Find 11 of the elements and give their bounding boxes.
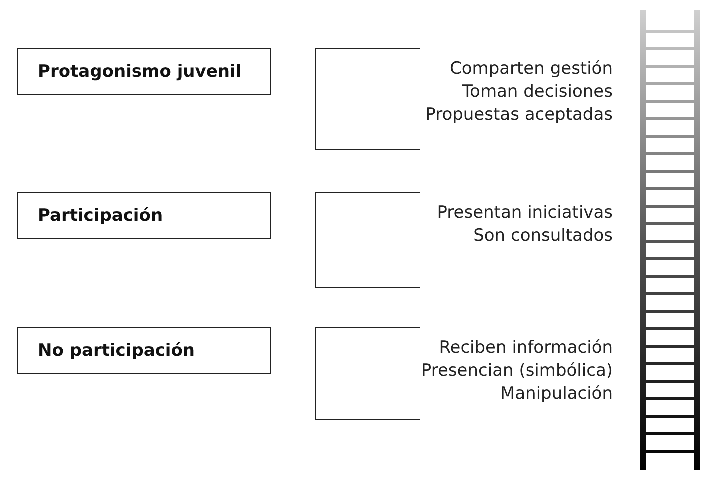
item-text: Toman decisiones bbox=[462, 81, 613, 104]
item-text: Comparten gestión bbox=[448, 58, 613, 81]
item-text: Reciben información bbox=[438, 337, 613, 360]
level-box: Participación bbox=[17, 192, 271, 239]
level-box: Protagonismo juvenil bbox=[17, 48, 271, 95]
item-text: Son consultados bbox=[472, 225, 613, 248]
level-box: No participación bbox=[17, 327, 271, 374]
item-text: Presentan iniciativas bbox=[437, 202, 613, 225]
item-text: Manipulación bbox=[499, 383, 613, 406]
item-text: Propuestas aceptadas bbox=[426, 104, 613, 127]
item-text: Presencian (simbólica) bbox=[421, 360, 613, 383]
